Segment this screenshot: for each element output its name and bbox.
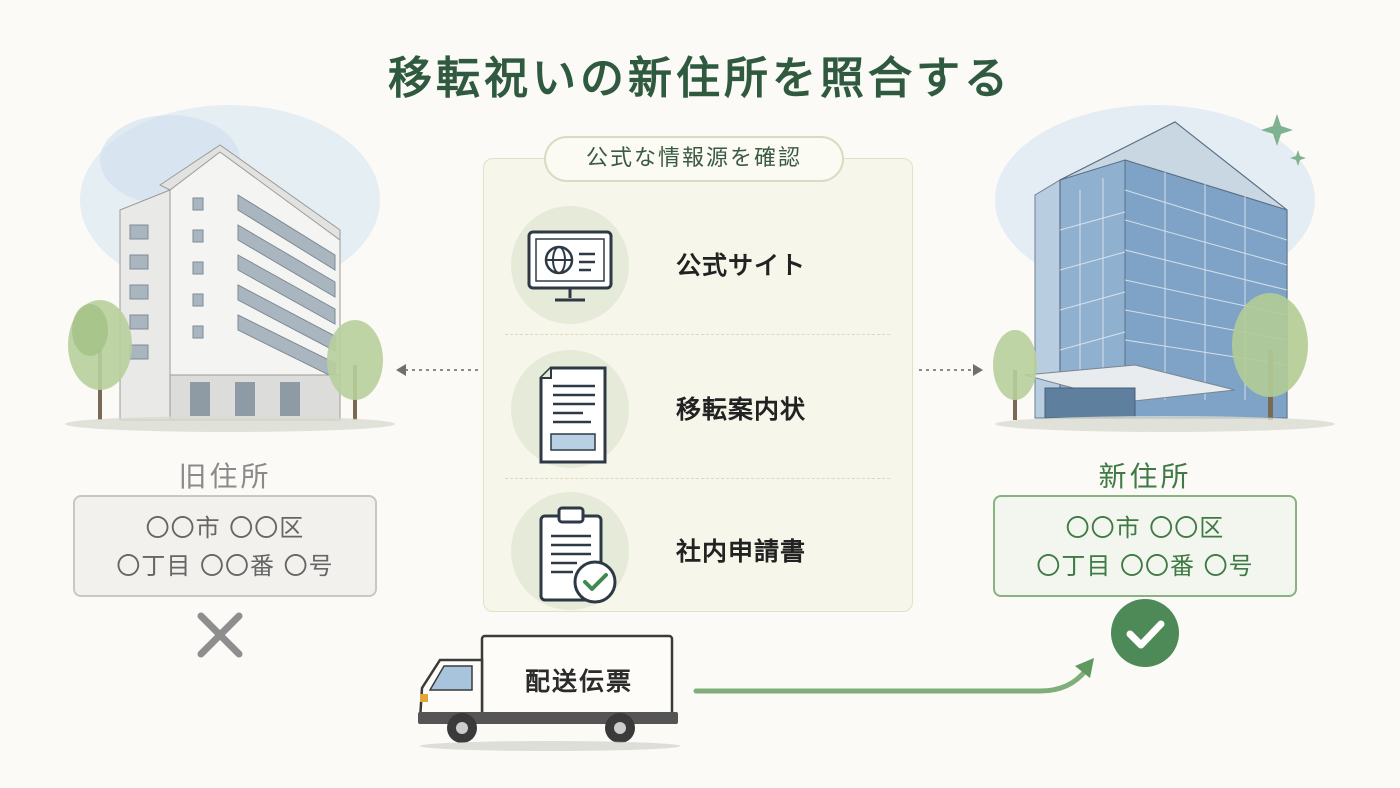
delivery-truck-icon	[418, 634, 680, 751]
new-building-illustration	[993, 105, 1335, 432]
source-label: 移転案内状	[676, 395, 807, 424]
arrow-to-check	[693, 658, 1094, 694]
document-icon	[511, 350, 629, 468]
check-circle-icon	[1111, 599, 1179, 667]
page-title: 移転祝いの新住所を照合する	[388, 53, 1012, 104]
source-item-moving-notice: 移転案内状	[483, 338, 911, 482]
old-building-illustration	[65, 105, 395, 432]
clipboard-check-icon	[511, 492, 629, 610]
new-address-label: 新住所	[1098, 460, 1192, 493]
source-label: 公式サイト	[676, 251, 807, 280]
arrow-to-new-address	[919, 364, 983, 376]
old-address-box: 〇〇市 〇〇区 〇丁目 〇〇番 〇号	[73, 495, 377, 597]
source-item-internal-form: 社内申請書	[483, 480, 911, 624]
official-sources-header: 公式な情報源を確認	[544, 136, 844, 182]
old-address-line1: 〇〇市 〇〇区	[145, 514, 305, 542]
new-address-box: 〇〇市 〇〇区 〇丁目 〇〇番 〇号	[993, 495, 1297, 597]
divider	[505, 478, 890, 479]
source-item-official-site: 公式サイト	[483, 194, 911, 338]
old-address-label: 旧住所	[178, 460, 272, 493]
source-label: 社内申請書	[676, 537, 807, 566]
old-address-line2: 〇丁目 〇〇番 〇号	[116, 552, 334, 580]
monitor-globe-icon	[511, 206, 629, 324]
new-address-line1: 〇〇市 〇〇区	[1065, 514, 1225, 542]
divider	[505, 334, 890, 335]
arrow-to-old-address	[396, 364, 478, 376]
shipping-slip-label: 配送伝票	[524, 667, 633, 696]
new-address-line2: 〇丁目 〇〇番 〇号	[1036, 552, 1254, 580]
cross-icon	[197, 612, 243, 658]
